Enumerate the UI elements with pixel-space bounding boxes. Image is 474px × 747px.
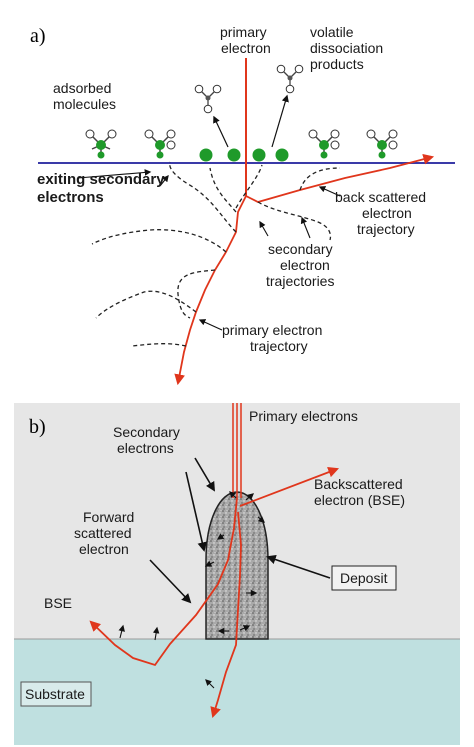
label-sec-2: electron [280,257,330,273]
label-primary-2: electron [221,40,271,56]
substrate-label-box [20,681,92,707]
deposited-atom [199,148,213,162]
label-sec-1: secondary [268,241,333,257]
pointer-arrow [259,220,269,237]
panel-b-tag: b) [29,416,46,438]
volatile-molecule [194,84,222,114]
label-sec-3: trajectories [266,273,334,289]
label-exiting-1: exiting secondary [37,171,165,188]
pointer-arrow [149,559,192,604]
pointer-arrow [159,174,169,187]
label-bse-short: BSE [44,595,72,611]
label-back-3: trajectory [357,221,415,237]
adsorbed-molecule [144,129,176,159]
label-primary-electrons: Primary electrons [249,408,358,424]
backscattered-trajectory [245,153,435,203]
secondary-electron-arrows [118,491,266,689]
label-pet-1: primary electron [222,322,322,338]
forward-scattered-path [89,497,238,667]
label-bse-2: electron (BSE) [314,492,405,508]
label-pet-2: trajectory [250,338,308,354]
adsorbed-molecule [85,129,117,159]
label-deposit: Deposit [340,570,388,586]
label-secondary-2: electrons [117,440,174,456]
pointer-arrow [185,471,207,552]
label-volatile-3: products [310,56,364,72]
label-forward-1: Forward [83,509,134,525]
label-secondary-1: Secondary [113,424,180,440]
label-bse-1: Backscattered [314,476,403,492]
panel-b: b) [14,403,460,745]
backscattered-electron-path [239,467,340,507]
pointer-arrow [77,169,152,179]
label-adsorbed-2: molecules [53,96,116,112]
deposit-label-box [331,565,397,591]
label-back-2: electron [362,205,412,221]
label-exiting-2: electrons [37,189,104,206]
label-adsorbed-1: adsorbed [53,80,111,96]
label-volatile-2: dissociation [310,40,383,56]
desorption-arrow [271,94,289,148]
label-volatile-1: volatile [310,24,354,40]
deposited-atom [252,148,266,162]
primary-electron-trajectory [174,195,247,386]
panel-a-tag: a) [30,25,46,47]
transmitted-electron-path [210,511,242,719]
pointer-arrow [300,216,311,239]
deposited-atom [227,148,241,162]
secondary-trajectories [91,161,341,347]
deposited-atom [275,148,289,162]
pointer-arrow [198,319,223,331]
label-back-1: back scattered [335,189,426,205]
pointer-arrow [266,554,331,579]
adsorbed-molecule [366,129,398,159]
adsorbed-molecule [308,129,340,159]
desorption-arrow [213,115,229,148]
label-forward-2: scattered [74,525,132,541]
panel-a: a) [30,24,455,386]
pointer-arrow [318,186,341,197]
label-primary-1: primary [220,24,267,40]
label-substrate: Substrate [25,686,85,702]
label-forward-3: electron [79,541,129,557]
volatile-molecule [276,64,304,94]
pointer-arrow [194,457,215,492]
